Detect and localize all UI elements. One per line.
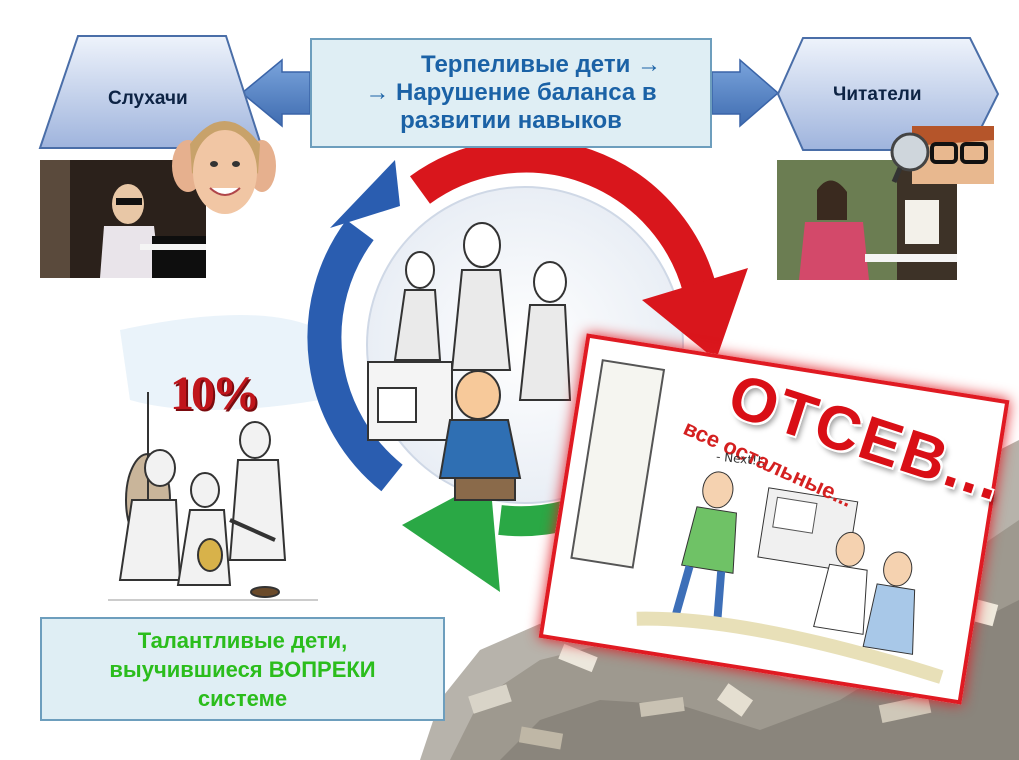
bottom-line-2: выучившиеся ВОПРЕКИ [109,656,376,682]
jazz-band-illustration [108,392,318,601]
right-node-label: Читатели [833,84,922,105]
rejection-card [538,333,1010,705]
magnifier-icon [890,132,930,172]
arrow-right-icon [711,58,780,128]
center-title-line-1: Терпеливые дети → [420,51,662,78]
cycle-illustration [367,222,572,501]
arrow-left-icon [240,58,311,128]
ten-percent-sign: 10% [170,367,260,420]
left-node-label: Слухачи [108,88,188,109]
center-title-line-2: → Нарушение баланса в [365,79,657,106]
pianist-reading-photo [777,160,957,280]
bottom-talent-box: Талантливые дети, выучившиеся ВОПРЕКИ си… [40,617,445,721]
magnifier-woman-photo [890,126,994,184]
center-title-box: Терпеливые дети → → Нарушение баланса в … [310,38,712,148]
bottom-line-1: Талантливые дети, [137,627,348,653]
center-title-line-3: развитии навыков [400,107,622,134]
background-wash [120,315,320,410]
bottom-line-3: системе [197,685,288,711]
big-ears-face-photo [172,104,276,224]
